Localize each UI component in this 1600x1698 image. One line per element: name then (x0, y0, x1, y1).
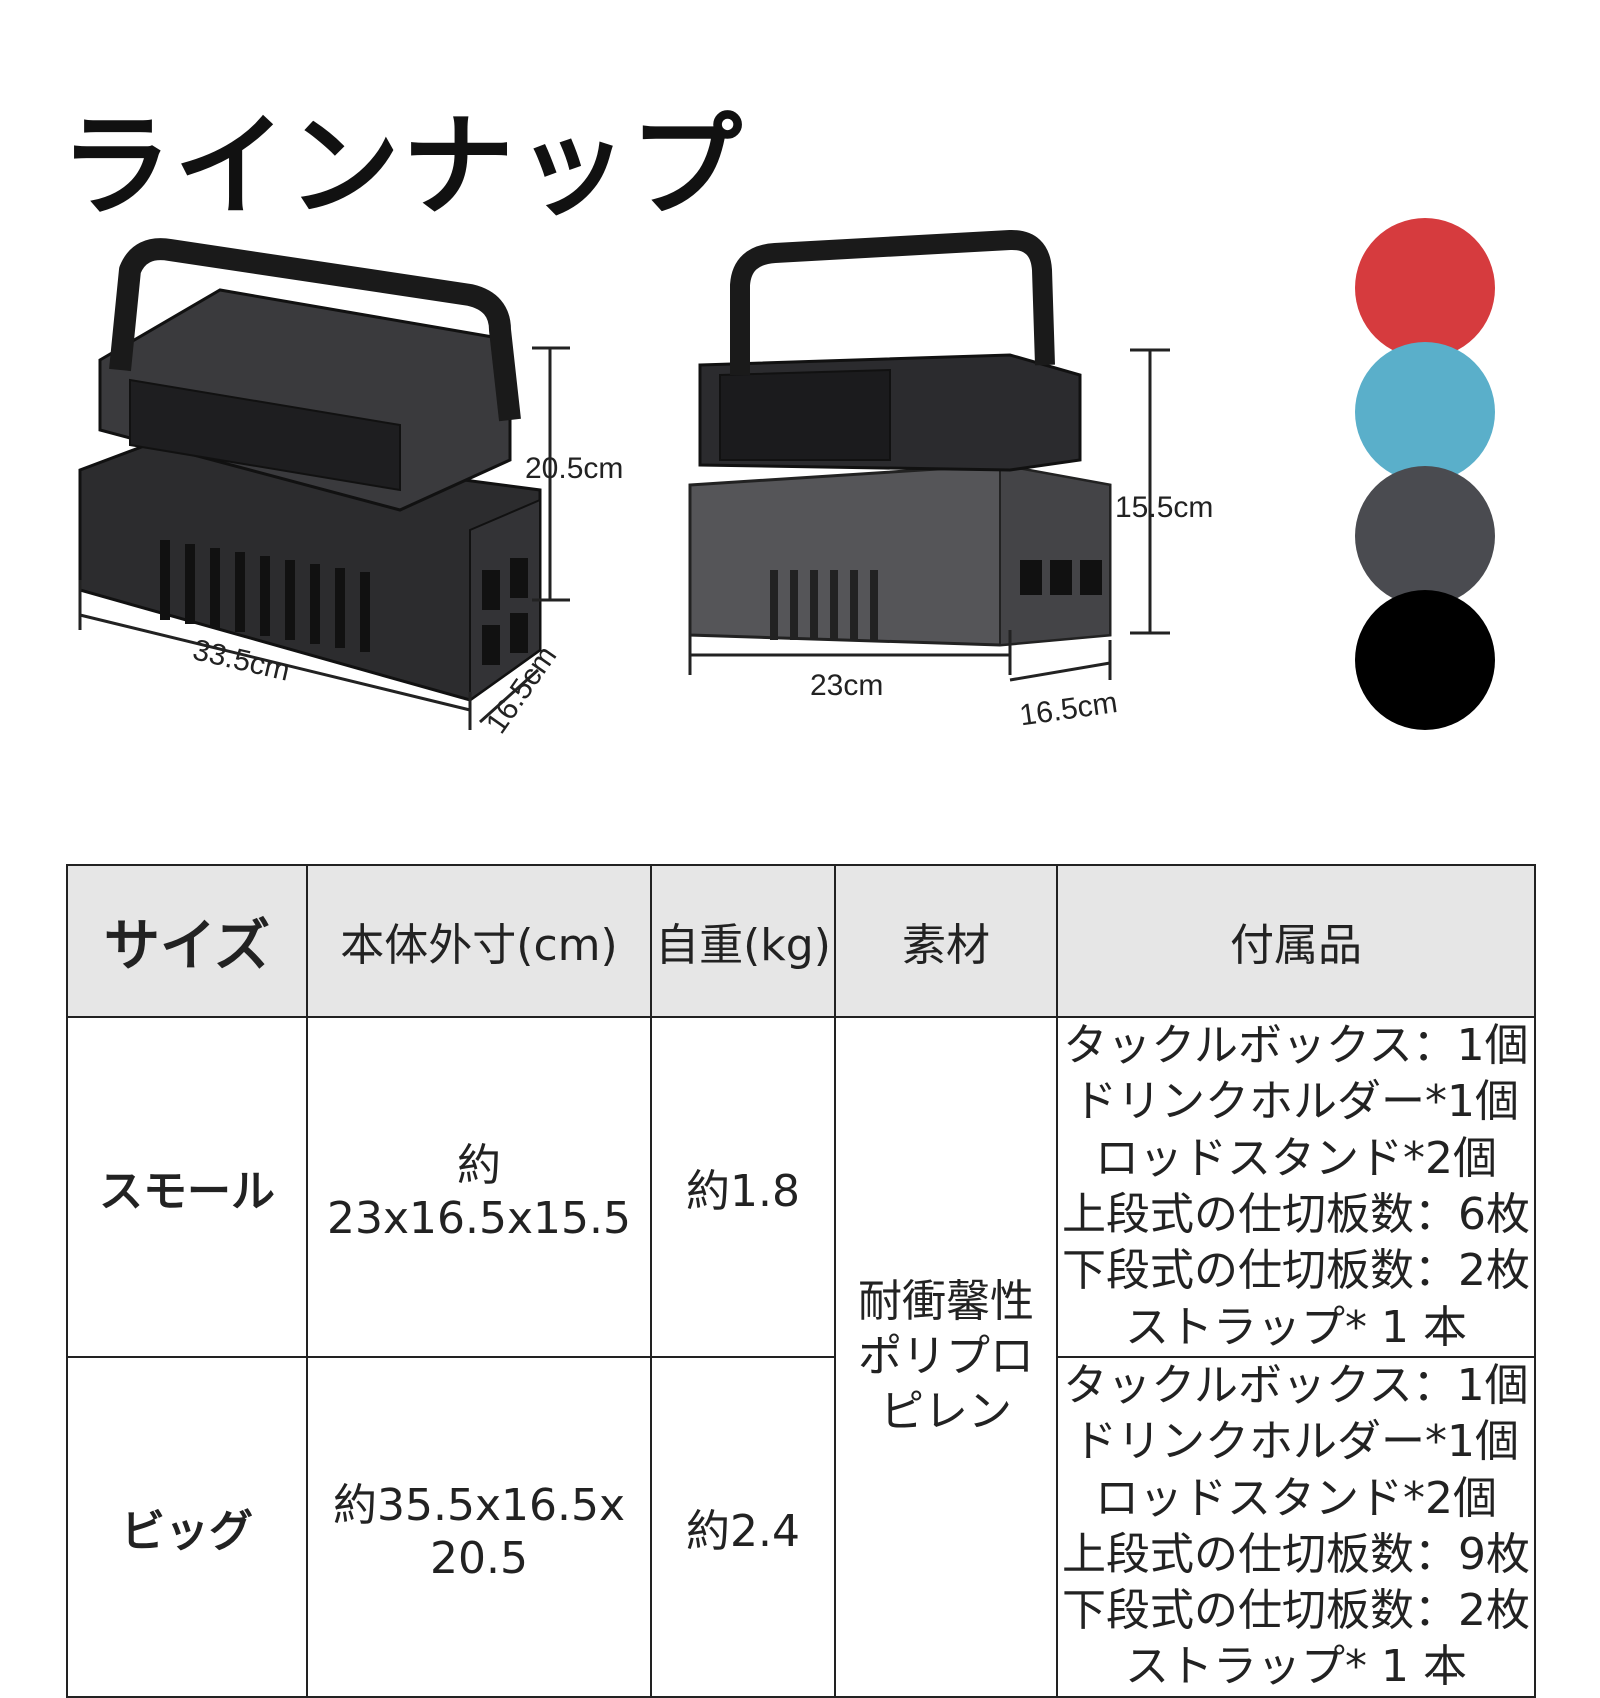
table-header-row: サイズ 本体外寸(cm) 自重(kg) 素材 付属品 (66, 864, 1536, 1018)
weight-cell: 約1.8 (650, 1016, 836, 1358)
accessory-item: 下段式の仕切板数：2枚 (1062, 1585, 1530, 1637)
color-swatch-black[interactable] (1355, 590, 1495, 730)
accessory-item: タックルボックス：1個 (1063, 1020, 1529, 1071)
size-cell: ビッグ (66, 1355, 308, 1698)
page-title: ラインナップ (60, 102, 744, 233)
size-cell: スモール (66, 1016, 308, 1358)
accessory-item: ストラップ* 1 本 (1125, 1641, 1467, 1693)
dimensions-line: 約35.5x16.5x (332, 1480, 625, 1532)
color-swatch-red[interactable] (1355, 218, 1495, 358)
table-row: ビッグ 約35.5x16.5x 20.5 約2.4 タックルボックス：1個 ドリ… (66, 1355, 1536, 1698)
accessories-cell: タックルボックス：1個 ドリンクホルダー*1個 ロッドスタンド*2個 上段式の仕… (1056, 1355, 1536, 1698)
dimensions-line: 約23x16.5x15.5 (326, 1140, 631, 1245)
dimensions-line: 20.5 (430, 1533, 528, 1585)
small-height-label: 15.5cm (1115, 491, 1213, 524)
accessories-cell: タックルボックス：1個 ドリンクホルダー*1個 ロッドスタンド*2個 上段式の仕… (1056, 1016, 1536, 1358)
dimensions-cell: 約35.5x16.5x 20.5 (306, 1355, 652, 1698)
header-size: サイズ (66, 864, 308, 1018)
accessory-item: タックルボックス：1個 (1063, 1359, 1529, 1411)
accessory-item: 下段式の仕切板数：2枚 (1062, 1245, 1530, 1297)
accessory-item: ドリンクホルダー*1個 (1073, 1076, 1519, 1128)
accessory-item: 上段式の仕切板数：6枚 (1062, 1188, 1530, 1240)
small-depth-label: 16.5cm (1017, 686, 1119, 732)
weight-cell: 約2.4 (650, 1355, 836, 1698)
header-material: 素材 (834, 864, 1058, 1018)
material-line: ポリプロ (858, 1331, 1034, 1383)
accessory-item: ロッドスタンド*2個 (1095, 1472, 1497, 1524)
material-cell: 耐衝馨性 ポリプロ ピレン (834, 1016, 1058, 1698)
material-line: ピレン (880, 1386, 1012, 1438)
big-height-label: 20.5cm (525, 452, 623, 485)
accessory-item: ロッドスタンド*2個 (1095, 1132, 1497, 1184)
accessory-item: 上段式の仕切板数：9枚 (1062, 1528, 1530, 1580)
table-row: スモール 約23x16.5x15.5 約1.8 耐衝馨性 ポリプロ ピレン タッ… (66, 1016, 1536, 1698)
header-dimensions: 本体外寸(cm) (306, 864, 652, 1018)
spec-table: サイズ 本体外寸(cm) 自重(kg) 素材 付属品 スモール 約23x16.5… (66, 864, 1536, 1698)
small-tackle-box-figure: 15.5cm 23cm 16.5cm (680, 225, 1280, 745)
color-swatch-blue[interactable] (1355, 342, 1495, 482)
small-tackle-box-image: 15.5cm 23cm 16.5cm (688, 230, 1213, 732)
material-line: 耐衝馨性 (858, 1276, 1034, 1328)
header-accessories: 付属品 (1056, 864, 1536, 1018)
small-width-label: 23cm (810, 669, 883, 702)
dimensions-cell: 約23x16.5x15.5 (306, 1016, 652, 1358)
accessory-item: ドリンクホルダー*1個 (1073, 1416, 1519, 1468)
header-weight: 自重(kg) (650, 864, 836, 1018)
accessory-item: ストラップ* 1 本 (1125, 1301, 1467, 1353)
big-tackle-box-figure: 20.5cm 33.5cm 16.5cm (70, 230, 670, 770)
big-tackle-box-image: 20.5cm 33.5cm 16.5cm (78, 238, 623, 740)
color-swatch-gray[interactable] (1355, 466, 1495, 606)
